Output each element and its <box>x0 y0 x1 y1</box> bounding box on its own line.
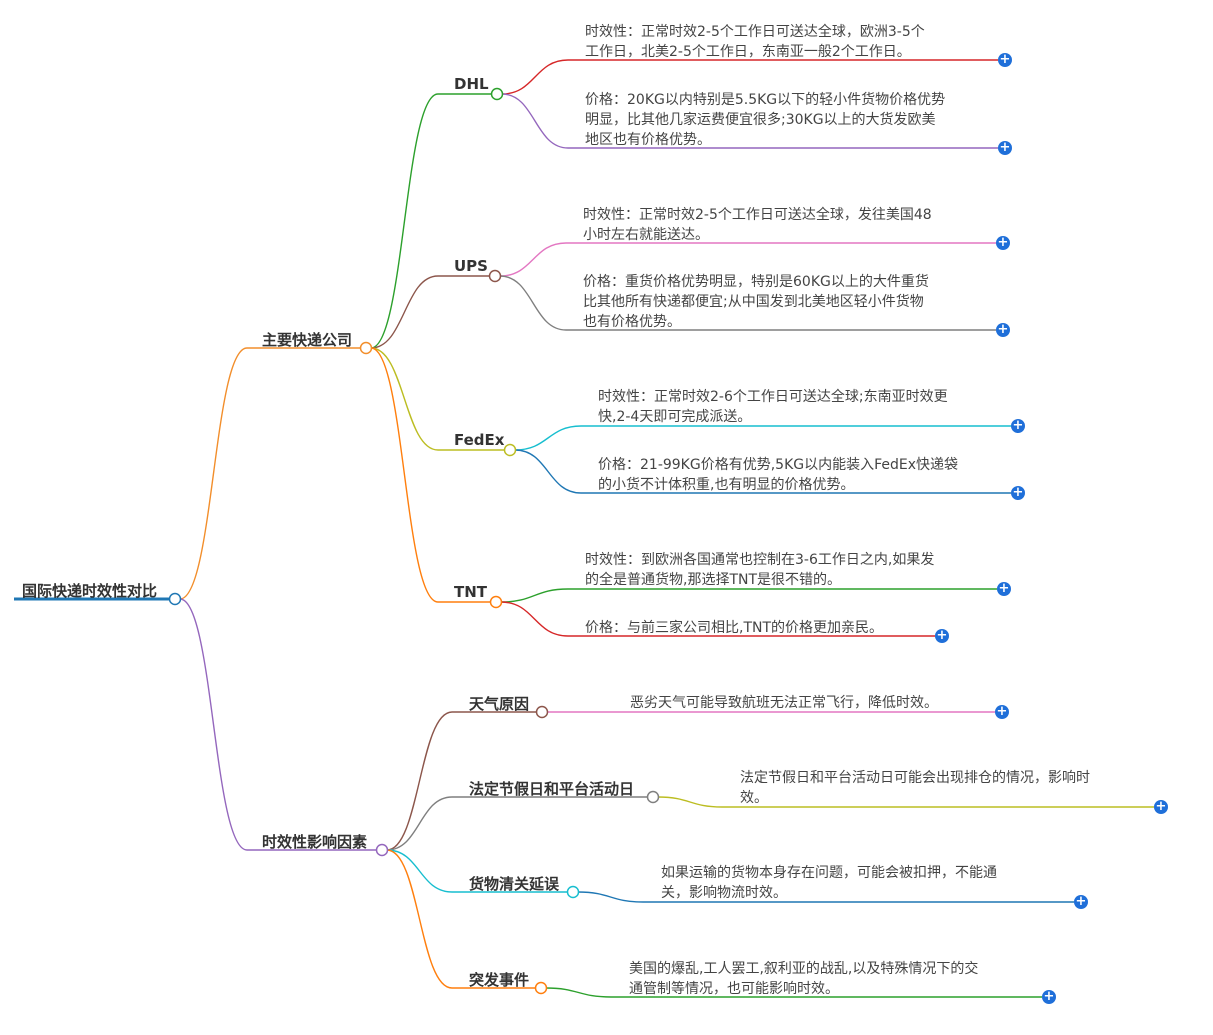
expand-button-ups-timeliness[interactable]: + <box>996 235 1010 250</box>
connector-leaf-0-1-0 <box>499 242 567 277</box>
expand-button-weather[interactable]: + <box>995 704 1009 719</box>
connector-branch-1-child-3 <box>386 849 453 989</box>
expand-button-dhl-timeliness[interactable]: + <box>998 52 1012 67</box>
toggle-circle-branch-1-child-0[interactable] <box>535 705 549 719</box>
leaf-tnt-timeliness[interactable]: 时效性：到欧洲各国通常也控制在3-6工作日之内,如果发 的全是普通货物,那选择T… <box>585 552 935 588</box>
connector-leaf-0-2-0 <box>514 425 582 451</box>
connector-branch-0-child-3 <box>370 347 439 603</box>
node-weather[interactable]: 天气原因 <box>469 695 530 713</box>
connector-root-branch-1 <box>179 598 248 851</box>
connector-root-branch-0 <box>179 347 248 600</box>
leaf-customs-detail[interactable]: 如果运输的货物本身存在问题，可能会被扣押，不能通 关，影响物流时效。 <box>661 865 997 901</box>
connector-leaf-0-0-1 <box>501 93 569 149</box>
connector-leaf-1-3-0 <box>545 987 612 998</box>
branch-main-couriers[interactable]: 主要快递公司 <box>262 331 353 349</box>
expand-button-dhl-price[interactable]: + <box>998 140 1012 155</box>
leaf-ups-timeliness[interactable]: 时效性：正常时效2-5个工作日可送达全球，发往美国48 小时左右就能送达。 <box>583 207 932 243</box>
toggle-circle-branch-0-child-1[interactable] <box>488 269 502 283</box>
expand-button-fedex-timeliness[interactable]: + <box>1011 418 1025 433</box>
connector-leaf-1-1-0 <box>657 796 723 808</box>
toggle-circle-branch-0[interactable] <box>359 341 373 355</box>
leaf-dhl-timeliness[interactable]: 时效性：正常时效2-5个工作日可送达全球，欧洲3-5个 工作日，北美2-5个工作… <box>585 24 925 60</box>
toggle-circle-branch-1[interactable] <box>375 843 389 857</box>
node-tnt[interactable]: TNT <box>454 583 488 601</box>
root-node-label[interactable]: 国际快递时效性对比 <box>22 582 158 600</box>
connector-leaf-0-2-1 <box>514 449 582 494</box>
connector-leaf-0-3-1 <box>500 601 569 637</box>
connector-branch-1-child-0 <box>386 711 453 851</box>
toggle-circle-branch-0-child-2[interactable] <box>503 443 517 457</box>
toggle-circle-branch-0-child-3[interactable] <box>489 595 503 609</box>
toggle-circle-branch-1-child-1[interactable] <box>646 790 660 804</box>
connector-leaf-0-1-1 <box>499 275 567 331</box>
expand-button-ups-price[interactable]: + <box>996 322 1010 337</box>
node-dhl[interactable]: DHL <box>454 75 489 93</box>
leaf-ups-price[interactable]: 价格：重货价格优势明显，特别是60KG以上的大件重货 比其他所有快递都便宜;从中… <box>583 274 929 330</box>
connector-leaf-0-3-0 <box>500 588 569 603</box>
connector-leaf-0-0-0 <box>501 59 569 95</box>
connector-branch-0-child-2 <box>370 347 439 451</box>
leaf-fedex-timeliness[interactable]: 时效性：正常时效2-6个工作日可送达全球;东南亚时效更 快,2-4天即可完成派送… <box>598 389 948 425</box>
connector-branch-0-child-0 <box>370 93 439 349</box>
leaf-dhl-price[interactable]: 价格：20KG以内特别是5.5KG以下的轻小件货物价格优势 明显，比其他几家运费… <box>585 92 946 148</box>
connector-leaf-1-2-0 <box>577 891 644 903</box>
toggle-circle-branch-0-child-0[interactable] <box>490 87 504 101</box>
node-ups[interactable]: UPS <box>454 257 488 275</box>
node-holidays[interactable]: 法定节假日和平台活动日 <box>469 780 635 798</box>
branch-timeliness-factors[interactable]: 时效性影响因素 <box>262 833 368 851</box>
node-customs-delay[interactable]: 货物清关延误 <box>469 875 560 893</box>
expand-button-tnt-price[interactable]: + <box>935 628 949 643</box>
leaf-weather-detail[interactable]: 恶劣天气可能导致航班无法正常飞行，降低时效。 <box>630 695 938 711</box>
toggle-circle-root[interactable] <box>168 592 182 606</box>
toggle-circle-branch-1-child-3[interactable] <box>534 981 548 995</box>
leaf-fedex-price[interactable]: 价格：21-99KG价格有优势,5KG以内能装入FedEx快递袋 的小货不计体积… <box>598 457 959 493</box>
expand-button-tnt-timeliness[interactable]: + <box>997 581 1011 596</box>
connector-branch-0-child-1 <box>370 275 439 349</box>
expand-button-holidays[interactable]: + <box>1154 799 1168 814</box>
leaf-holidays-detail[interactable]: 法定节假日和平台活动日可能会出现排仓的情况，影响时 效。 <box>740 770 1090 806</box>
leaf-tnt-price[interactable]: 价格：与前三家公司相比,TNT的价格更加亲民。 <box>585 620 884 636</box>
leaf-emergencies-detail[interactable]: 美国的爆乱,工人罢工,叙利亚的战乱,以及特殊情况下的交 通管制等情况，也可能影响… <box>629 961 979 997</box>
node-fedex[interactable]: FedEx <box>454 431 505 449</box>
connector-branch-1-child-2 <box>386 849 453 893</box>
node-emergencies[interactable]: 突发事件 <box>469 971 530 989</box>
expand-button-fedex-price[interactable]: + <box>1011 485 1025 500</box>
expand-button-customs[interactable]: + <box>1074 894 1088 909</box>
toggle-circle-branch-1-child-2[interactable] <box>566 885 580 899</box>
expand-button-emergencies[interactable]: + <box>1042 989 1056 1004</box>
connector-branch-1-child-1 <box>386 796 453 851</box>
